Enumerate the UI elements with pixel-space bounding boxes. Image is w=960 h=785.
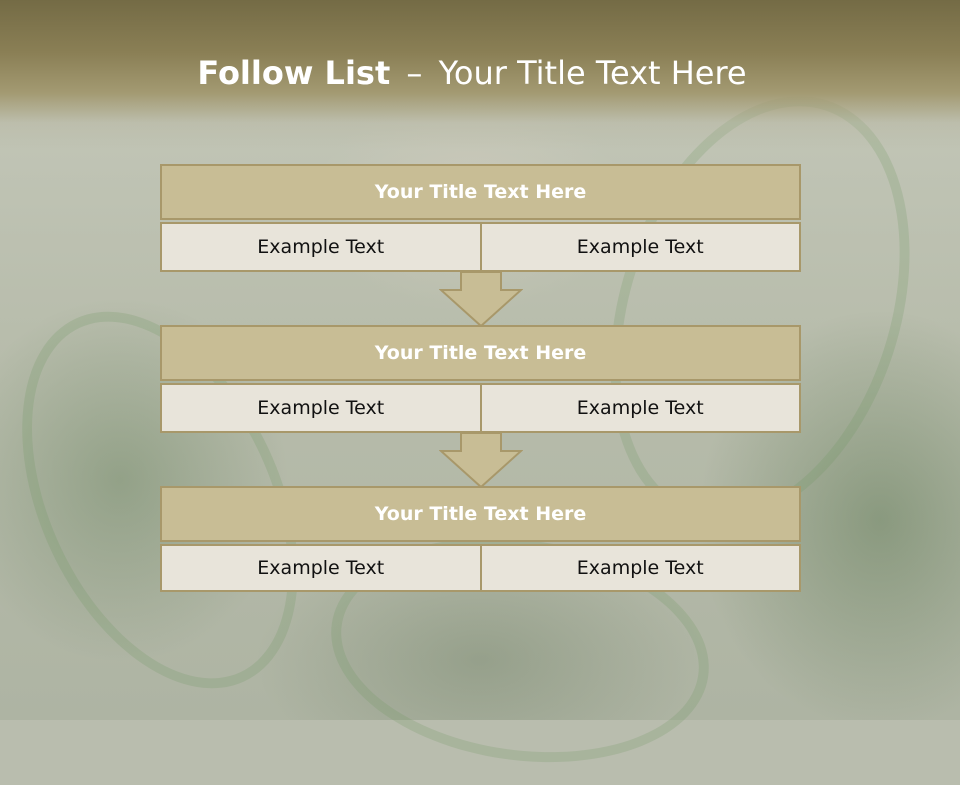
block-left-text: Example Text	[160, 544, 482, 592]
list-block-3: Your Title Text Here Example Text Exampl…	[160, 486, 801, 592]
block-title: Your Title Text Here	[160, 325, 801, 381]
title-separator: –	[406, 54, 423, 92]
title-band	[0, 0, 960, 150]
slide-title: Follow List – Your Title Text Here	[0, 54, 944, 92]
block-left-text: Example Text	[160, 222, 482, 272]
list-block-2: Your Title Text Here Example Text Exampl…	[160, 325, 801, 433]
title-bold: Follow List	[197, 54, 391, 92]
title-rest: Your Title Text Here	[438, 54, 747, 92]
block-row: Example Text Example Text	[160, 383, 801, 433]
block-right-text: Example Text	[481, 544, 801, 592]
down-arrow-icon	[439, 272, 523, 328]
block-row: Example Text Example Text	[160, 544, 801, 592]
down-arrow-icon	[439, 433, 523, 489]
block-left-text: Example Text	[160, 383, 482, 433]
block-row: Example Text Example Text	[160, 222, 801, 272]
block-right-text: Example Text	[481, 383, 801, 433]
block-right-text: Example Text	[481, 222, 801, 272]
block-title: Your Title Text Here	[160, 486, 801, 542]
list-block-1: Your Title Text Here Example Text Exampl…	[160, 164, 801, 272]
block-title: Your Title Text Here	[160, 164, 801, 220]
